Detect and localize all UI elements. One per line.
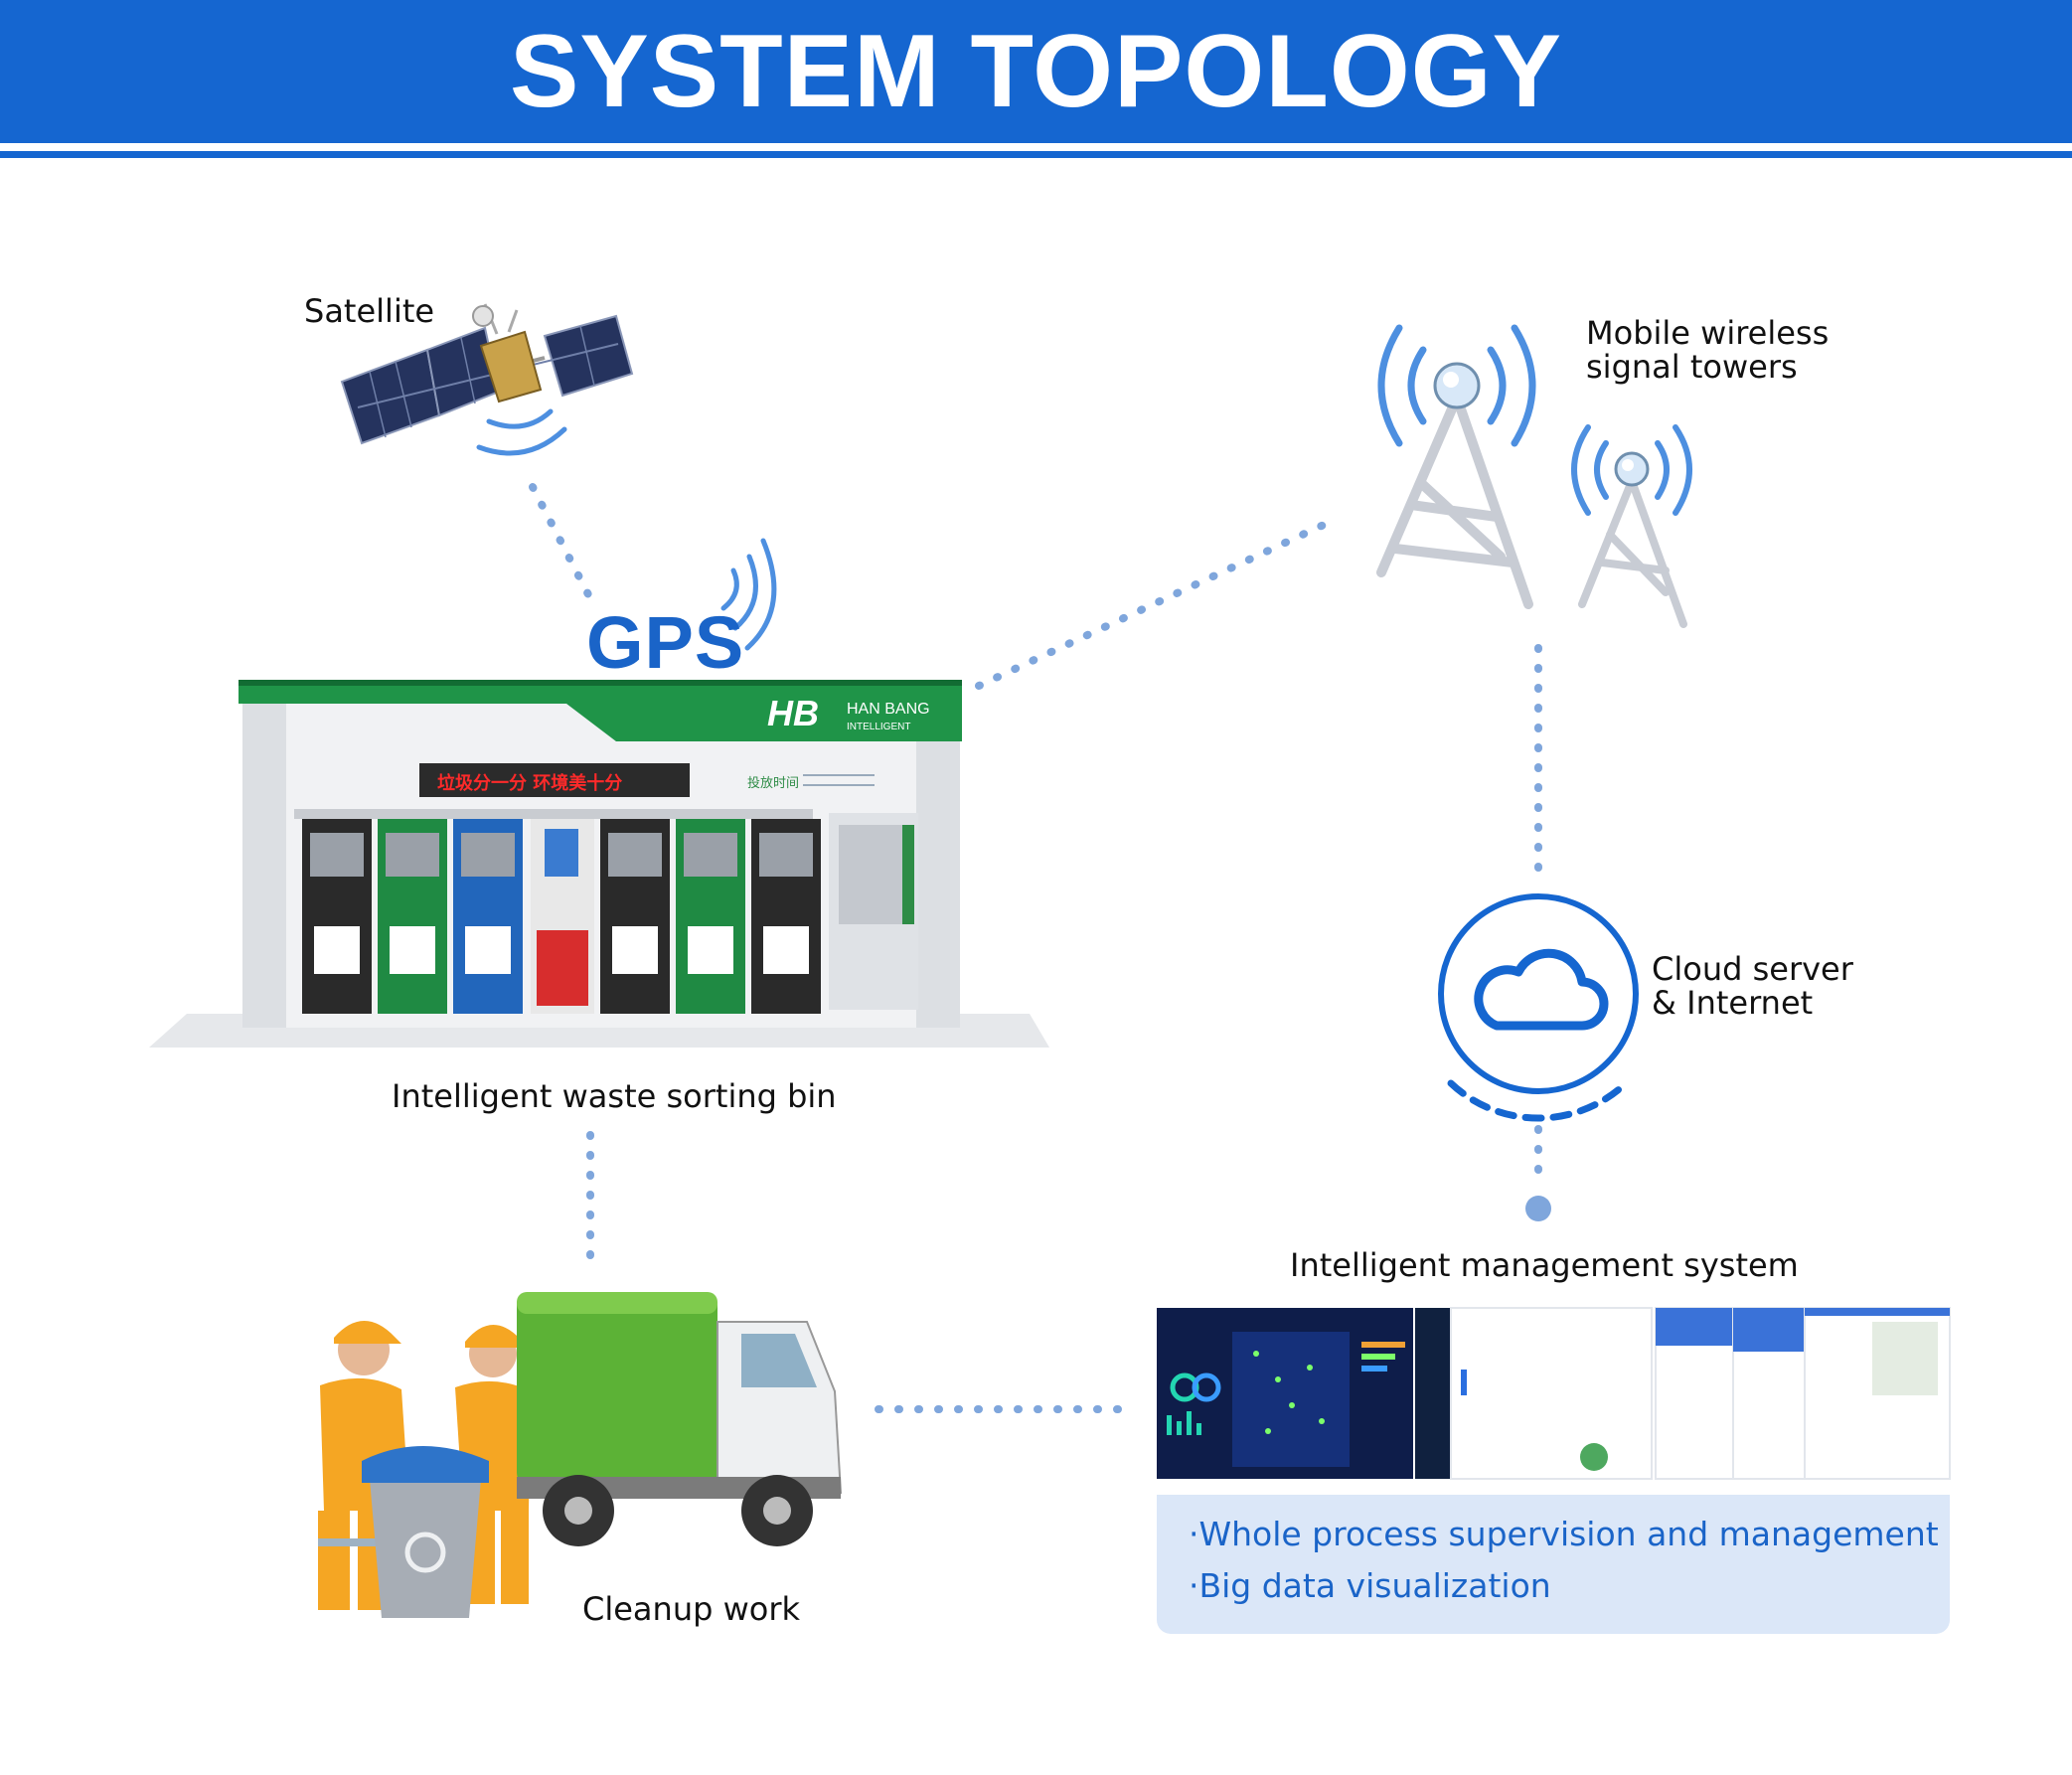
satellite-label: Satellite bbox=[304, 292, 435, 330]
gps-label: GPS bbox=[586, 601, 745, 684]
sorting-bin-label: Intelligent waste sorting bin bbox=[392, 1077, 837, 1115]
bin-brand-logo: HB bbox=[767, 693, 819, 733]
feature-item-visualization: ·Big data visualization bbox=[1189, 1566, 1551, 1605]
header-banner: SYSTEM TOPOLOGY bbox=[0, 0, 2072, 143]
signal-tower-small-icon bbox=[1571, 424, 1692, 628]
satellite-icon bbox=[340, 303, 634, 456]
connector-endpoint-dot bbox=[1525, 1196, 1551, 1221]
bin-brand-name: HAN BANG bbox=[847, 701, 930, 718]
connector-satellite-bin bbox=[529, 483, 596, 606]
feature-panel: ·Whole process supervision and managemen… bbox=[1157, 1495, 1950, 1634]
cloud-server-icon bbox=[1438, 893, 1639, 1122]
bin-hours-label: 投放时间 bbox=[747, 775, 799, 791]
towers-label-line1: Mobile wireless bbox=[1586, 314, 1830, 352]
connector-lines bbox=[529, 483, 1542, 1413]
cloud-label-line1: Cloud server bbox=[1652, 950, 1853, 988]
gps-signal-icon bbox=[720, 538, 777, 651]
page-title: SYSTEM TOPOLOGY bbox=[509, 14, 1562, 129]
header-underline bbox=[0, 151, 2072, 158]
signal-tower-icon bbox=[1376, 324, 1536, 609]
cleanup-work-label: Cleanup work bbox=[582, 1590, 801, 1628]
waste-sorting-bin-illustration: HB HAN BANG INTELLIGENT 垃圾分一分 环境美十分 投放时间 bbox=[149, 680, 1049, 1048]
cloud-label-line2: & Internet bbox=[1652, 984, 1814, 1022]
towers-label-line2: signal towers bbox=[1586, 348, 1798, 386]
feature-item-supervision: ·Whole process supervision and managemen… bbox=[1189, 1515, 1939, 1553]
connector-bin-towers bbox=[975, 521, 1328, 690]
management-system-label: Intelligent management system bbox=[1290, 1246, 1799, 1284]
bin-brand-sub: INTELLIGENT bbox=[847, 722, 910, 732]
management-dashboard-screens bbox=[1157, 1307, 1951, 1480]
cleanup-workers-illustration bbox=[318, 1292, 843, 1618]
bin-led-sign: 垃圾分一分 环境美十分 bbox=[437, 772, 622, 794]
